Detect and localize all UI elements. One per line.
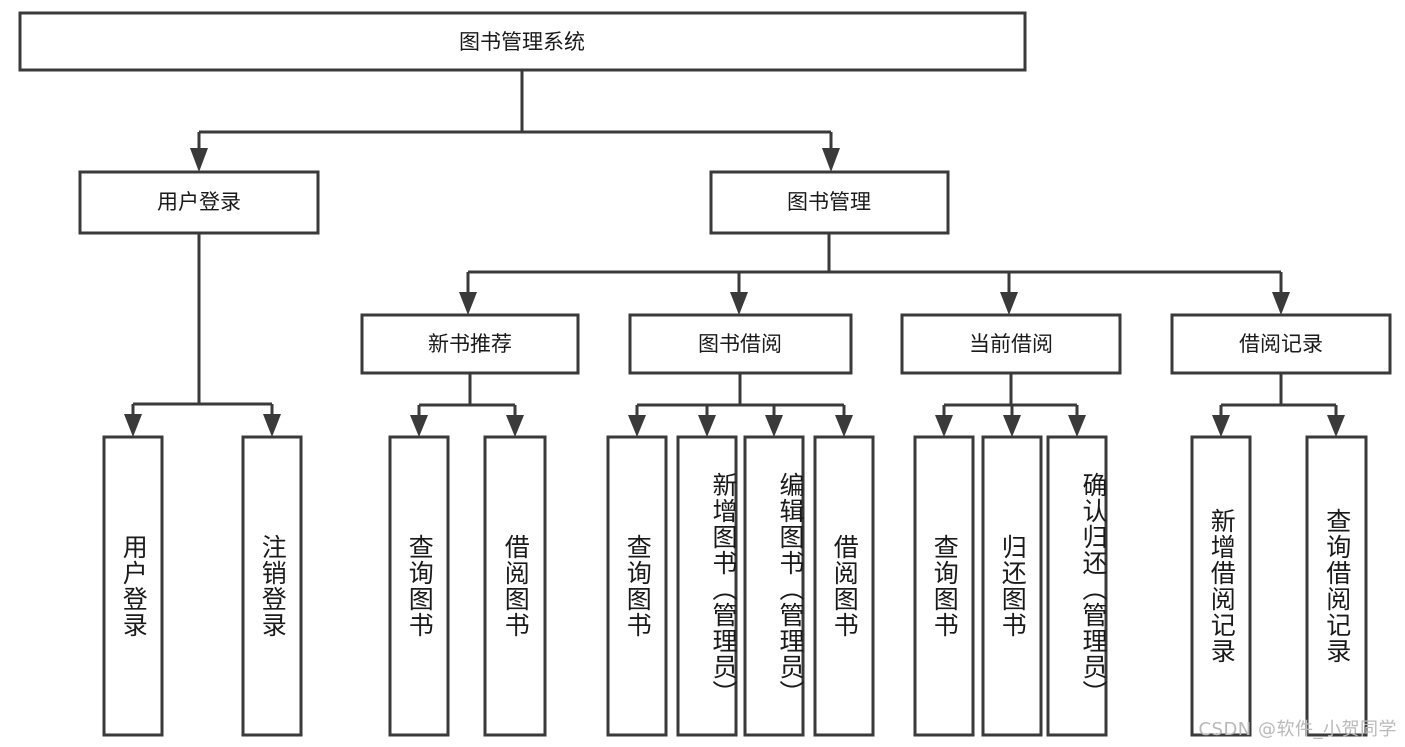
book-borrow-label: 图书借阅 (698, 332, 782, 356)
root-label: 图书管理系统 (459, 30, 585, 54)
arrow-leaf-logout (263, 414, 281, 437)
book-manage-label: 图书管理 (787, 190, 871, 214)
arrow-new-book-rec (459, 292, 477, 315)
arrow-book-manage (822, 148, 840, 172)
leaf-boxes (102, 435, 1368, 737)
arrow-leaf-return-book (1003, 415, 1021, 437)
leaf-box-return-book[interactable] (981, 435, 1043, 737)
borrow-record-box[interactable] (1170, 313, 1392, 375)
book-borrow-box[interactable] (628, 313, 853, 375)
connector-borrow-record-to-leaves (1212, 373, 1345, 437)
leaf-box-query-record[interactable] (1305, 435, 1368, 737)
node-new-book-rec[interactable]: 新书推荐 (360, 313, 580, 375)
leaf-box-query-book-1[interactable] (388, 435, 450, 737)
arrow-leaf-query-book-1 (410, 415, 428, 437)
arrow-leaf-query-book-2 (628, 415, 646, 437)
arrow-current-borrow (1000, 292, 1018, 315)
connector-book-borrow-to-leaves (628, 373, 853, 437)
book-manage-box[interactable] (709, 170, 950, 235)
current-borrow-label: 当前借阅 (969, 332, 1053, 356)
arrow-user-login (190, 148, 208, 172)
new-book-rec-box[interactable] (360, 313, 580, 375)
node-user-login[interactable]: 用户登录 (78, 170, 320, 235)
leaf-box-borrow-book-1[interactable] (483, 435, 547, 737)
leaf-box-add-book[interactable] (676, 435, 738, 737)
node-root[interactable]: 图书管理系统 (18, 11, 1027, 72)
leaf-box-query-book-2[interactable] (606, 435, 668, 737)
arrow-leaf-confirm-return (1068, 415, 1086, 437)
arrow-leaf-borrow-book-1 (506, 415, 524, 437)
leaf-box-confirm-return[interactable] (1046, 435, 1108, 737)
leaf-box-query-book-3[interactable] (913, 435, 975, 737)
arrow-leaf-add-record (1212, 415, 1230, 437)
borrow-record-label: 借阅记录 (1239, 332, 1323, 356)
leaf-box-edit-book[interactable] (743, 435, 805, 737)
leaf-box-logout[interactable] (241, 435, 303, 737)
new-book-rec-label: 新书推荐 (428, 332, 512, 356)
node-borrow-record[interactable]: 借阅记录 (1170, 313, 1392, 375)
arrow-borrow-record (1272, 292, 1290, 315)
connector-book-manage-to-level3 (459, 233, 1290, 315)
arrow-leaf-user-login (124, 414, 142, 437)
leaf-box-borrow-book-2[interactable] (813, 435, 875, 737)
user-login-label: 用户登录 (157, 190, 241, 214)
node-current-borrow[interactable]: 当前借阅 (900, 313, 1122, 375)
arrow-book-borrow (730, 292, 748, 315)
arrow-leaf-edit-book (765, 415, 783, 437)
arrow-leaf-add-book (698, 415, 716, 437)
leaf-box-user-login[interactable] (102, 435, 164, 737)
arrow-leaf-borrow-book-2 (835, 415, 853, 437)
connector-new-book-rec-to-leaves (410, 373, 524, 437)
connector-current-borrow-to-leaves (935, 373, 1086, 437)
leaf-box-add-record[interactable] (1190, 435, 1252, 737)
node-book-manage[interactable]: 图书管理 (709, 170, 950, 235)
connector-root-to-level2 (190, 70, 840, 172)
csdn-watermark: CSDN @软件_小贺同学 (1198, 719, 1397, 740)
node-book-borrow[interactable]: 图书借阅 (628, 313, 853, 375)
connector-user-login-to-leaves (124, 233, 281, 437)
arrow-leaf-query-record (1327, 415, 1345, 437)
root-box[interactable] (18, 11, 1027, 72)
arrow-leaf-query-book-3 (935, 415, 953, 437)
current-borrow-box[interactable] (900, 313, 1122, 375)
